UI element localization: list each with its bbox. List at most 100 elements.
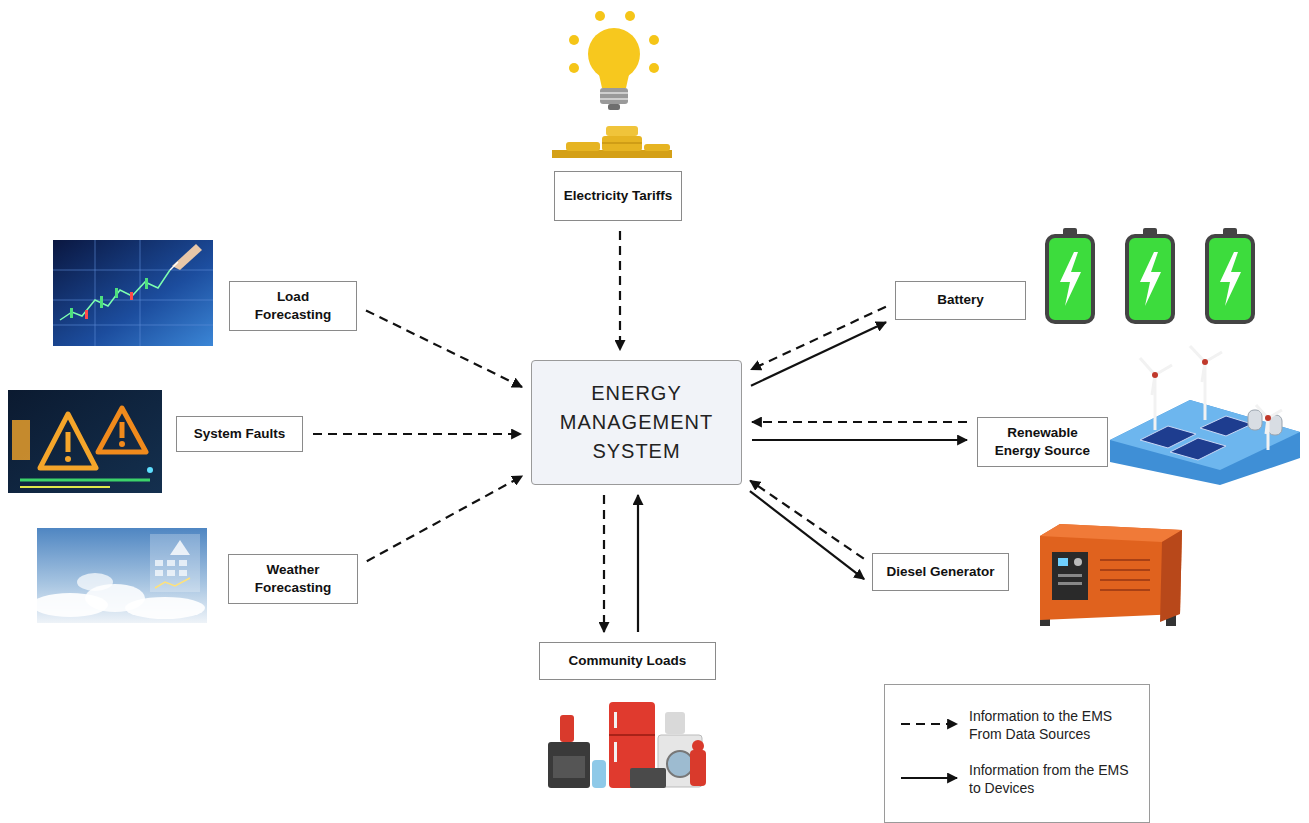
box-label: Electricity Tariffs <box>564 187 673 205</box>
appliances-picture-part <box>548 742 590 788</box>
bulb-coins-picture-part <box>600 92 628 94</box>
data-flow-arrow <box>367 476 522 561</box>
stock-chart-picture-part <box>53 240 213 346</box>
legend-sample <box>897 707 963 743</box>
legend-box: Information to the EMS From Data Sources… <box>884 684 1150 823</box>
data-flow-arrow <box>603 495 605 632</box>
control-arrow <box>751 322 886 385</box>
appliances-picture-part <box>667 751 693 777</box>
renewable-picture-part <box>1202 359 1208 365</box>
data-source-box: Weather Forecasting <box>228 554 358 604</box>
box-label: Load Forecasting <box>247 288 339 324</box>
stock-chart-picture-part <box>85 310 88 319</box>
control-arrow <box>637 495 639 632</box>
diesel-generator-picture-part <box>1100 559 1150 561</box>
warning-picture-part <box>20 479 150 482</box>
box-label: System Faults <box>194 425 286 443</box>
battery-picture-part <box>1047 236 1093 322</box>
warning-picture-part <box>98 408 146 452</box>
bulb-coins-picture-part <box>602 143 642 144</box>
diesel-generator-picture-part <box>1100 569 1150 571</box>
legend-sample-line <box>901 777 957 779</box>
diesel-generator-picture-part <box>1058 582 1082 585</box>
bulb-coins-picture-part <box>600 98 628 100</box>
control-arrow <box>752 439 967 441</box>
diesel-generator-picture-part <box>1100 579 1150 581</box>
device-box: Community Loads <box>539 642 716 680</box>
bulb-coins-picture-part <box>552 150 672 158</box>
renewable-picture-part <box>1152 372 1158 378</box>
stock-chart-picture-part <box>70 308 73 318</box>
weather-picture-part <box>77 573 113 591</box>
bulb-coins-picture-part <box>606 126 638 136</box>
renewable-picture-part <box>1256 405 1282 434</box>
warning-picture-part <box>119 441 125 447</box>
appliances-picture-part <box>609 734 655 736</box>
warning-picture-part <box>40 414 96 468</box>
data-flow-arrow <box>751 307 886 370</box>
weather-picture-part <box>150 534 200 592</box>
renewable-picture-part <box>1265 415 1271 421</box>
data-source-box: Load Forecasting <box>229 281 357 331</box>
stock-chart-picture <box>53 240 213 346</box>
battery-picture-part <box>1140 252 1161 306</box>
diesel-generator-picture-part <box>1058 558 1068 566</box>
renewable-picture-part <box>1200 416 1252 436</box>
legend-text: Information to the EMS From Data Sources <box>969 707 1141 743</box>
warning-picture-part <box>66 432 71 452</box>
bulb-coins-picture-part <box>566 142 600 151</box>
battery-picture-part <box>1060 252 1081 306</box>
battery-picture-part <box>1220 252 1241 306</box>
warning-picture-part <box>8 390 162 493</box>
bulb-coins-picture-part <box>649 63 659 73</box>
weather-picture-part <box>170 540 190 555</box>
legend-sample <box>897 761 963 797</box>
stock-chart-picture-part <box>53 325 213 326</box>
legend-text: Information from the EMS to Devices <box>969 761 1141 797</box>
stock-chart-picture-part <box>100 296 103 308</box>
data-flow-arrow <box>313 433 521 435</box>
diesel-generator-picture-part <box>1074 558 1082 566</box>
bulb-coins-picture-part <box>608 104 620 110</box>
renewable-picture-part <box>1170 438 1226 460</box>
box-label: ENERGY MANAGEMENT SYSTEM <box>551 379 723 466</box>
stock-chart-picture-part <box>172 244 202 270</box>
device-box: Battery <box>895 281 1026 320</box>
diesel-generator-picture-part <box>1100 589 1150 591</box>
stock-chart-picture-part <box>60 270 170 320</box>
warning-picture-part <box>12 420 30 460</box>
data-flow-arrow <box>752 421 967 423</box>
stock-chart-picture-part <box>170 262 178 270</box>
weather-picture-part <box>167 560 175 566</box>
appliances-picture-part <box>665 712 685 734</box>
bulb-coins-picture-part <box>595 11 605 21</box>
bulb-coins-picture-part <box>649 35 659 45</box>
warning-picture-part <box>20 486 110 488</box>
stock-chart-picture-part <box>95 240 96 346</box>
data-source-box: Electricity Tariffs <box>554 171 682 221</box>
appliances-picture-part <box>614 712 617 728</box>
appliances-picture-part <box>592 760 606 788</box>
stock-chart-picture-part <box>53 270 213 271</box>
stock-chart-picture-part <box>130 292 133 300</box>
weather-picture-part <box>167 570 175 576</box>
data-flow-arrow <box>750 481 864 559</box>
stock-chart-picture-part <box>145 278 148 289</box>
bulb-coins-picture-part <box>569 63 579 73</box>
appliances-picture-part <box>614 742 617 762</box>
device-box: Renewable Energy Source <box>977 417 1108 467</box>
weather-picture-part <box>125 597 205 619</box>
warning-picture-part <box>147 467 153 473</box>
bulb-coins-picture-part <box>598 70 630 88</box>
appliances-picture-part <box>553 756 585 778</box>
bulb-coins-picture-part <box>600 88 628 104</box>
weather-picture-part <box>155 578 190 588</box>
diesel-generator-picture-part <box>1052 552 1088 600</box>
legend-sample-line <box>901 723 957 725</box>
box-label: Weather Forecasting <box>235 561 351 597</box>
battery-picture-part <box>1127 236 1173 322</box>
bulb-coins-picture-part <box>644 144 670 151</box>
renewable-picture-part <box>1248 410 1262 430</box>
bulb-coins-picture <box>552 11 672 158</box>
box-label: Battery <box>937 291 984 309</box>
